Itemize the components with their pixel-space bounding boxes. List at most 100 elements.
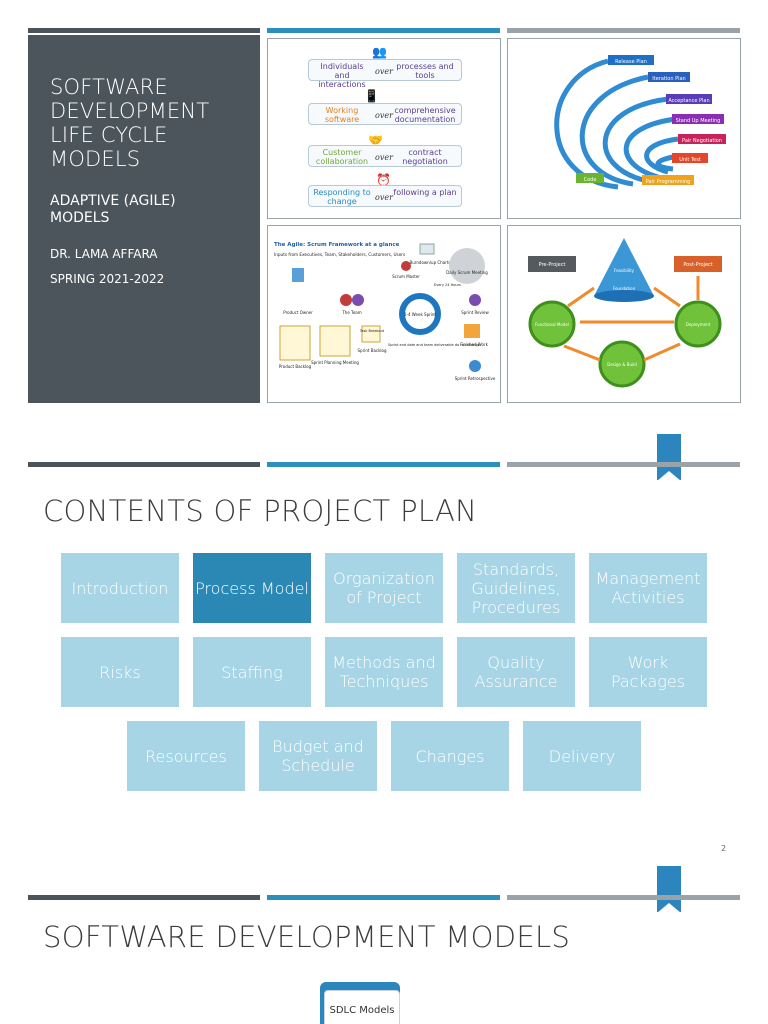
daily-scrum-circle: [449, 248, 485, 284]
page-number: 2: [721, 844, 727, 853]
xp-step-box: [576, 173, 604, 183]
product-backlog-list: [279, 325, 311, 361]
title-line: LIFE CYCLE: [50, 123, 168, 147]
xp-step-label: Pair Negotiation: [682, 138, 722, 144]
scrum-master-icon: [401, 261, 411, 271]
slide-heading: SOFTWARE DEVELOPMENT MODELS: [43, 920, 571, 954]
loop-arrow: [579, 74, 649, 187]
loop-arrow: [623, 116, 677, 180]
manifesto-row: Individuals and interactions over proces…: [308, 59, 462, 89]
scrum-label: Sprint Review: [461, 310, 489, 315]
sprint-backlog-list: [361, 325, 381, 343]
manifesto-over: over: [375, 67, 393, 76]
xp-step-box: [678, 134, 726, 144]
tile-management-activities[interactable]: Management Activities: [589, 553, 707, 623]
top-bar-grey: [507, 28, 740, 33]
cycle-label: Feasibility: [614, 268, 635, 273]
xp-step-label: Release Plan: [615, 59, 647, 65]
manifesto-panel: 👥 Individuals and interactions over proc…: [267, 38, 501, 219]
tile-organization-of-project[interactable]: Organization of Project: [325, 553, 443, 623]
xp-step-box: [642, 175, 694, 185]
slide-heading: CONTENTS OF PROJECT PLAN: [43, 494, 478, 528]
foundation-base: [594, 290, 654, 302]
flow-arrow: [653, 286, 681, 308]
tile-budget-and-schedule[interactable]: Budget and Schedule: [259, 721, 377, 791]
tile-resources[interactable]: Resources: [127, 721, 245, 791]
dsdm-diagram: Pre-Project Post-Project Feasibility Fou…: [528, 238, 722, 388]
cycle-label: Pre-Project: [539, 262, 566, 268]
tile-methods-and-techniques[interactable]: Methods and Techniques: [325, 637, 443, 707]
tile-risks[interactable]: Risks: [61, 637, 179, 707]
devices-icon: 📱: [364, 89, 379, 103]
pre-project-box: [528, 256, 576, 272]
people-icon: 👥: [372, 45, 387, 59]
tile-quality-assurance[interactable]: Quality Assurance: [457, 637, 575, 707]
flow-arrow: [563, 344, 601, 362]
top-bar-blue: [267, 895, 500, 900]
tile-delivery[interactable]: Delivery: [523, 721, 641, 791]
manifesto-row: Working software over comprehensive docu…: [308, 103, 462, 125]
scrum-label: Daily Scrum Meeting: [446, 270, 488, 275]
loop-arrow: [554, 58, 619, 190]
bookmark-ribbon: [657, 434, 681, 481]
manifesto-left: Customer collaboration: [315, 148, 369, 166]
title-line: SOFTWARE: [50, 75, 168, 99]
cycle-label: Functional Model: [535, 322, 569, 327]
tile-introduction[interactable]: Introduction: [61, 553, 179, 623]
loop-arrow: [655, 154, 674, 172]
tile-work-packages[interactable]: Work Packages: [589, 637, 707, 707]
top-bar-grey: [507, 462, 740, 467]
tile-process-model[interactable]: Process Model: [193, 553, 311, 623]
top-bar-dark: [28, 462, 260, 467]
finished-work-box: [464, 324, 480, 338]
xp-step-label: Code: [584, 177, 597, 183]
manifesto-over: over: [375, 111, 393, 120]
tile-changes[interactable]: Changes: [391, 721, 509, 791]
cycle-label: Post-Project: [683, 262, 712, 268]
handshake-icon: 🤝: [368, 133, 383, 147]
xp-step-box: [648, 72, 690, 82]
xp-step-box: [608, 55, 654, 65]
tile-staffing[interactable]: Staffing: [193, 637, 311, 707]
flow-arrow: [567, 286, 595, 308]
manifesto-over: over: [375, 193, 393, 202]
sdlc-models-box[interactable]: SDLC Models: [324, 990, 400, 1024]
scrum-label: Every 24 Hours: [434, 283, 461, 287]
xp-step-label: Iteration Plan: [652, 76, 685, 82]
post-project-box: [674, 256, 722, 272]
manifesto-right: contract negotiation: [402, 148, 448, 166]
manifesto-right: comprehensive documentation: [394, 106, 456, 124]
cycle-label: Deployment: [686, 322, 711, 327]
dsdm-panel: Pre-Project Post-Project Feasibility Fou…: [507, 225, 741, 403]
feasibility-pyramid: [594, 238, 654, 296]
title-line: DEVELOPMENT: [50, 99, 210, 123]
scrum-label: 1-4 Week Sprint: [404, 312, 436, 317]
xp-step-box: [672, 153, 708, 163]
slide-title: SOFTWARE DEVELOPMENT LIFE CYCLE MODELS A…: [0, 0, 768, 420]
scrum-label: Task Breakout: [359, 329, 385, 333]
cycle-label: Design & Build: [607, 362, 637, 367]
manifesto-row: Responding to change over following a pl…: [308, 185, 462, 207]
scrum-label: Sprint end date and team deliverable do …: [388, 343, 480, 347]
manifesto-left: Responding to change: [313, 188, 371, 206]
xp-step-box: [666, 94, 712, 104]
tile-standards[interactable]: Standards, Guidelines, Procedures: [457, 553, 575, 623]
flow-arrow: [643, 342, 681, 362]
deployment-cycle: [674, 300, 722, 348]
top-bar-blue: [267, 28, 500, 33]
scrum-label: Product Backlog: [279, 364, 312, 369]
sprint-planning-list: [319, 325, 351, 357]
sprint-review-icon: [469, 294, 481, 306]
scrum-label: Product Owner: [283, 310, 313, 315]
alarm-clock-icon: ⏰: [376, 173, 391, 187]
top-bar-grey: [507, 895, 740, 900]
scrum-label: Sprint Retrospective: [455, 376, 496, 381]
loop-arrow: [602, 96, 669, 184]
manifesto-left: Working software: [324, 106, 360, 124]
slide-contents: CONTENTS OF PROJECT PLAN Introduction Pr…: [0, 424, 768, 862]
xp-step-box: [672, 114, 724, 124]
scrum-inputs: Inputs from Executives, Team, Stakeholde…: [274, 252, 405, 257]
scrum-label: Finished Work: [460, 342, 488, 347]
functional-model-cycle: [528, 300, 576, 348]
xp-step-label: Pair Programming: [646, 179, 691, 185]
